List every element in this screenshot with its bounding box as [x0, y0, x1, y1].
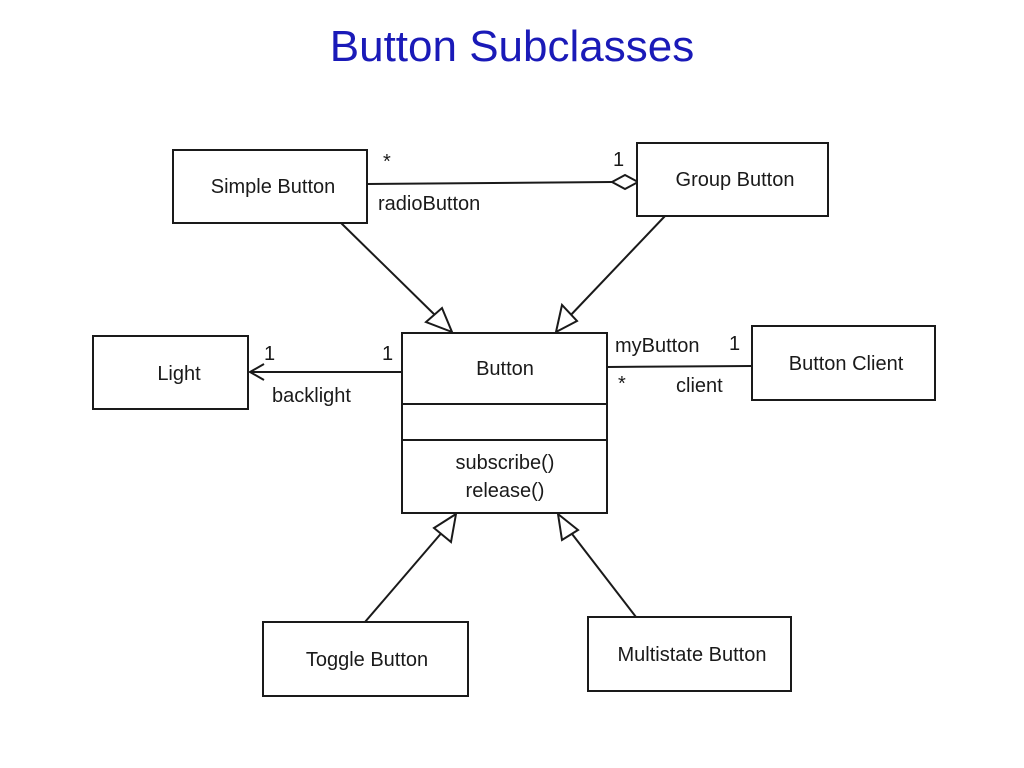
- mult-button-star: *: [618, 373, 626, 395]
- light-class: Light: [92, 335, 249, 410]
- light-label: Light: [157, 363, 201, 385]
- button-client-class: Button Client: [751, 325, 936, 401]
- mult-group-one: 1: [613, 149, 624, 171]
- aggregation-diamond: [609, 173, 641, 191]
- multistate-to-button-generalization: [568, 529, 637, 618]
- group-button-class: Group Button: [636, 142, 829, 217]
- group-button-label: Group Button: [676, 169, 795, 191]
- toggle-to-button-generalization: [364, 529, 445, 623]
- multistate-button-label: Multistate Button: [618, 644, 767, 666]
- client-association: [606, 365, 753, 368]
- group-generalization-arrowhead: [554, 302, 579, 334]
- multistate-generalization-arrowhead: [556, 511, 580, 542]
- method-release: release(): [466, 480, 545, 502]
- mult-client-one: 1: [729, 333, 740, 355]
- client-role: client: [676, 375, 723, 397]
- mult-button-one: 1: [382, 343, 393, 365]
- toggle-button-class: Toggle Button: [262, 621, 469, 697]
- mult-light-one: 1: [264, 343, 275, 365]
- radio-button-role: radioButton: [378, 193, 480, 215]
- page-title: Button Subclasses: [329, 22, 695, 71]
- backlight-role: backlight: [272, 385, 351, 407]
- simple-button-label: Simple Button: [211, 176, 336, 198]
- radio-button-association: [366, 181, 613, 185]
- multistate-button-class: Multistate Button: [587, 616, 792, 692]
- simple-button-class: Simple Button: [172, 149, 368, 224]
- mult-simple-star: *: [383, 151, 391, 173]
- my-button-role: myButton: [615, 335, 699, 357]
- toggle-button-label: Toggle Button: [306, 649, 428, 671]
- button-label: Button: [476, 358, 534, 380]
- simple-to-button-generalization: [337, 219, 441, 321]
- button-client-label: Button Client: [789, 353, 904, 375]
- button-class: Button subscribe() release(): [401, 332, 608, 514]
- group-to-button-generalization: [567, 215, 666, 319]
- backlight-arrowhead: [247, 363, 265, 381]
- toggle-generalization-arrowhead: [432, 511, 458, 544]
- method-subscribe: subscribe(): [456, 452, 555, 474]
- simple-generalization-arrowhead: [424, 306, 454, 334]
